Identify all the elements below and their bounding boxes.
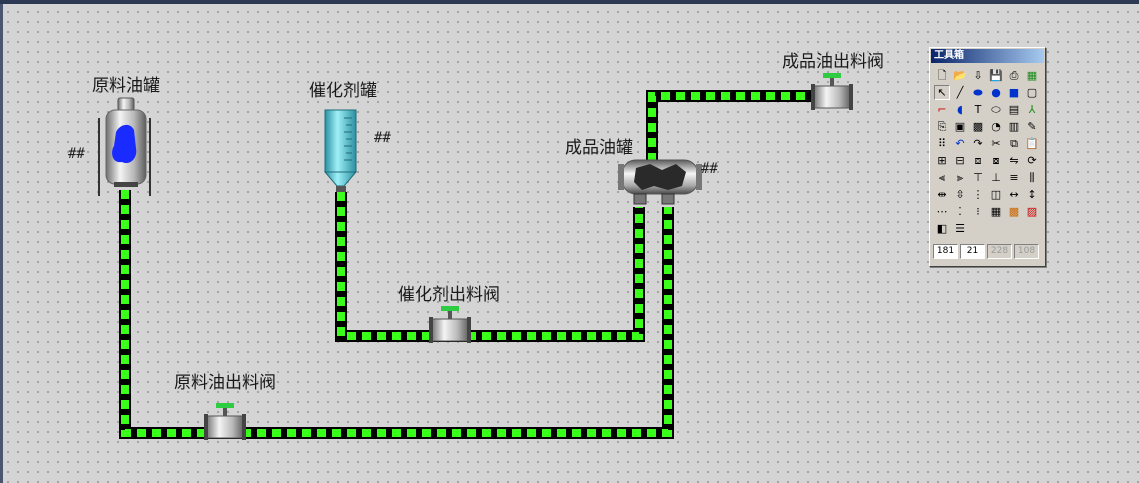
canvas-left-border [0,4,3,483]
raw-oil-tank[interactable] [98,97,151,196]
align-left-icon[interactable]: ⫷ [938,171,946,184]
print-icon[interactable]: ⎙ [1009,69,1019,82]
product-oil-liquid [634,164,686,190]
product-oil-tank-label: 成品油罐 [565,138,633,158]
catalyst-tank[interactable] [323,109,358,192]
toolbox-field-height: 108 [1014,244,1039,259]
raw-oil-tank-value: ## [68,146,85,162]
raw-oil-outlet-valve-label: 原料油出料阀 [174,373,276,393]
copy-icon[interactable]: ⎘ [937,120,947,133]
toolbox-field-width: 228 [987,244,1012,259]
pipe-raw-oil [119,190,674,439]
catalyst-outlet-valve[interactable] [429,306,471,343]
align-top-icon[interactable]: ⊤ [973,171,983,184]
report-icon[interactable]: ▥ [1008,120,1020,133]
toolbox-title[interactable]: 工具箱 [931,49,1044,63]
text-icon[interactable]: T [974,103,982,116]
ungroup-icon[interactable]: ⊟ [955,154,965,167]
bring-front-icon[interactable]: ⧈ [974,154,982,167]
new-icon[interactable]: 🗋 [937,69,947,82]
align-bottom-icon[interactable]: ⊥ [991,171,1001,184]
rectangle-icon[interactable]: ■ [1008,86,1020,99]
toolbox-fields: 181 21 228 108 [933,244,1039,259]
toolbox-window[interactable]: 工具箱 🗋 📂 ⇩ 💾 ⎙ ▦ ↖ ╱ ⬬ ● ■ ▢ ⌐ ◖ T ⬭ ▤ ⅄ ⎘ ▣ ▩ ◔ ▥ ✎ ⠿ ↶ ↷ ✂ ⧉ 📋 ⊞ ⊟ ⧈ ⧇ ⇋ ⟳… [929,47,1046,267]
polyline-icon[interactable]: ⌐ [937,103,947,116]
align-right-icon[interactable]: ⫸ [956,171,964,184]
catalyst-outlet-valve-label: 催化剂出料阀 [398,285,500,305]
edit-points-icon[interactable]: ✎ [1027,120,1037,133]
raw-oil-outlet-valve[interactable] [204,403,246,440]
grid-icon[interactable]: ⠿ [937,137,947,150]
symbol-icon[interactable]: ⅄ [1028,103,1036,116]
product-oil-tank[interactable] [618,159,702,205]
open-icon[interactable]: 📂 [953,69,967,82]
snap-icon[interactable]: ⋯ [936,205,948,218]
bitmap-icon[interactable]: ▣ [954,120,966,133]
rotate-icon[interactable]: ⟳ [1027,154,1037,167]
ellipse-filled-icon[interactable]: ⬬ [973,86,983,99]
redo-icon[interactable]: ↷ [973,137,983,150]
catalyst-tank-label: 催化剂罐 [309,81,377,101]
palette-icon[interactable]: ▦ [1026,69,1038,82]
same-width-icon[interactable]: ↔ [1009,188,1019,201]
product-oil-tank-value: ## [701,161,718,177]
round-button-icon[interactable]: ⬭ [991,103,1001,116]
paste-icon[interactable]: 📋 [1025,137,1039,150]
pipe-catalyst [335,192,645,342]
dots-icon[interactable]: ⁚ [958,205,962,218]
space-vertical-icon[interactable]: ⇳ [955,188,965,201]
fill-color-icon[interactable]: ◧ [936,222,948,235]
toolbox-field-x[interactable]: 181 [933,244,958,259]
toolbox-grid: 🗋 📂 ⇩ 💾 ⎙ ▦ ↖ ╱ ⬬ ● ■ ▢ ⌐ ◖ T ⬭ ▤ ⅄ ⎘ ▣ ▩ ◔ ▥ ✎ ⠿ ↶ ↷ ✂ ⧉ 📋 ⊞ ⊟ ⧈ ⧇ ⇋ ⟳ ⫷ ⫸ ⊤ ⊥… [934,68,1042,238]
distribute-icon[interactable]: ⋮ [972,188,984,201]
color-grid-icon[interactable]: ▩ [1008,205,1020,218]
align-center-icon[interactable]: ≡ [1009,171,1019,184]
arc-icon[interactable]: ◖ [957,103,963,116]
space-horizontal-icon[interactable]: ⇹ [937,188,947,201]
gauge-icon[interactable]: ◔ [991,120,1001,133]
same-size-icon[interactable]: ◫ [990,188,1002,201]
send-back-icon[interactable]: ⧇ [992,154,1000,167]
flip-icon[interactable]: ⇋ [1009,154,1019,167]
catalyst-tank-value: ## [374,130,391,146]
image-icon[interactable]: ▩ [972,120,984,133]
import-icon[interactable]: ⇩ [973,69,983,82]
rounded-rect-icon[interactable]: ▢ [1026,86,1038,99]
group-icon[interactable]: ⊞ [937,154,947,167]
raw-oil-tank-label: 原料油罐 [92,76,160,96]
vertical-dots-icon[interactable]: ⁝ [976,205,980,218]
undo-icon[interactable]: ↶ [955,137,965,150]
align-middle-icon[interactable]: ⫼ [1029,171,1035,184]
table-icon[interactable]: ▦ [990,205,1002,218]
toolbox-field-y[interactable]: 21 [960,244,985,259]
cut-icon[interactable]: ✂ [991,137,1001,150]
line-icon[interactable]: ╱ [956,86,964,99]
pattern-icon[interactable]: ▨ [1026,205,1038,218]
circle-icon[interactable]: ● [991,86,1001,99]
button-icon[interactable]: ▤ [1008,103,1020,116]
line-style-icon[interactable]: ☰ [955,222,965,235]
copy2-icon[interactable]: ⧉ [1010,137,1018,150]
pointer-icon[interactable]: ↖ [934,85,950,100]
raw-oil-liquid [112,124,137,164]
pipe-product [646,90,820,162]
same-height-icon[interactable]: ↕ [1027,188,1037,201]
product-oil-outlet-valve-label: 成品油出料阀 [782,52,884,72]
product-oil-outlet-valve[interactable] [811,73,853,110]
save-icon[interactable]: 💾 [989,69,1003,82]
